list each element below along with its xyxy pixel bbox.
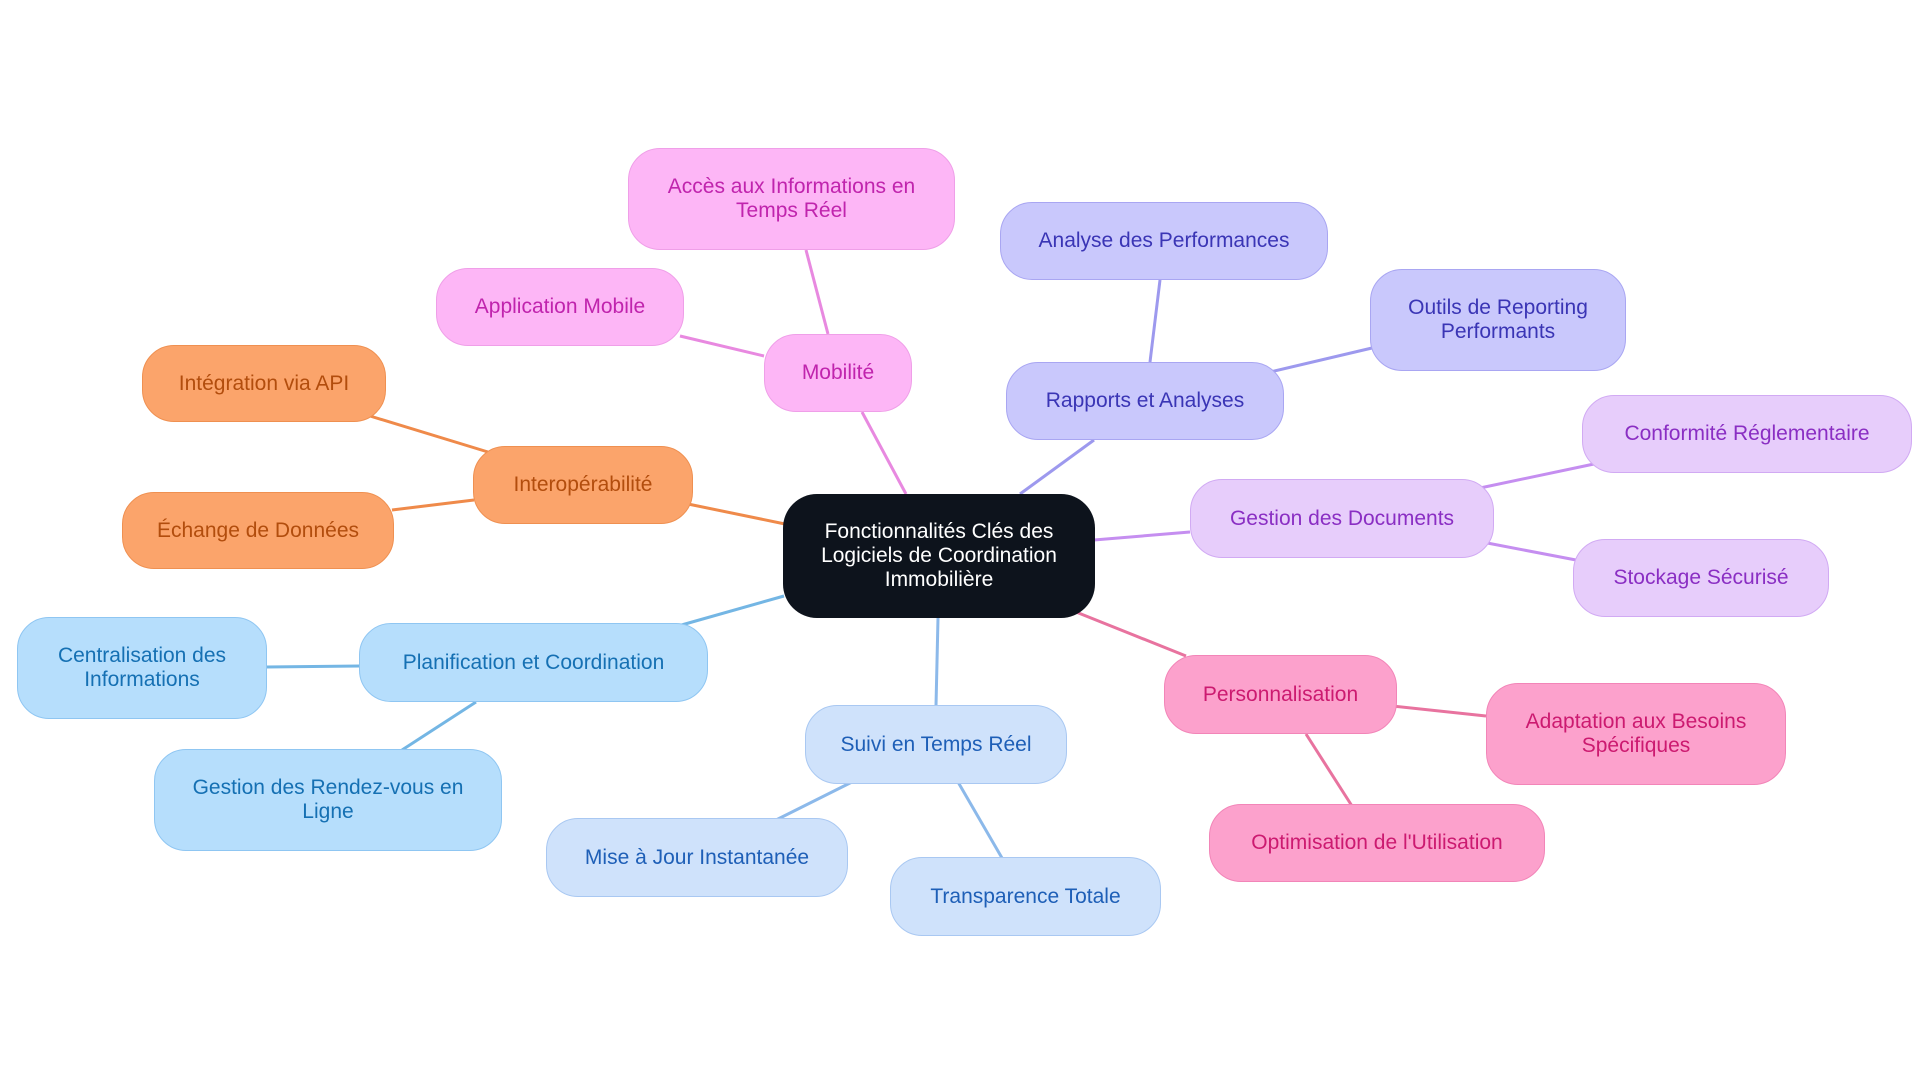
edge-suivi-transparence (956, 781, 1004, 859)
node-label: Outils de Reporting Performants (1408, 296, 1588, 343)
node-label: Analyse des Performances (1038, 229, 1290, 252)
root-label: Fonctionnalités Clés des Logiciels de Co… (821, 520, 1057, 591)
node-gestion-rendez-vous[interactable]: Gestion des Rendez-vous en Ligne (154, 749, 502, 851)
edge-root-suivi (934, 617, 940, 707)
edge-documents-stockage (1481, 540, 1577, 562)
edge-root-planification (677, 594, 785, 628)
node-outils-reporting[interactable]: Outils de Reporting Performants (1370, 269, 1626, 371)
node-echange-donnees[interactable]: Échange de Données (122, 492, 394, 569)
node-stockage-securise[interactable]: Stockage Sécurisé (1573, 539, 1829, 617)
node-transparence-totale[interactable]: Transparence Totale (890, 857, 1161, 936)
node-suivi-temps-reel[interactable]: Suivi en Temps Réel (805, 705, 1067, 784)
node-label: Intégration via API (178, 371, 350, 395)
root-node[interactable]: Fonctionnalités Clés des Logiciels de Co… (783, 494, 1095, 618)
edge-root-documents (1093, 530, 1191, 542)
node-interoperabilite[interactable]: Interopérabilité (473, 446, 693, 524)
node-integration-api[interactable]: Intégration via API (142, 345, 386, 422)
node-analyse-performances[interactable]: Analyse des Performances (1000, 202, 1328, 280)
edge-rapports-outils (1269, 346, 1373, 374)
node-centralisation-informations[interactable]: Centralisation des Informations (17, 617, 267, 719)
node-label: Interopérabilité (513, 473, 653, 496)
edge-root-personnalisation (1075, 610, 1187, 658)
node-gestion-documents[interactable]: Gestion des Documents (1190, 479, 1494, 558)
node-label: Stockage Sécurisé (1613, 566, 1789, 589)
node-application-mobile[interactable]: Application Mobile (436, 268, 684, 346)
node-label: Personnalisation (1202, 682, 1359, 706)
edge-rapports-analyse (1148, 279, 1162, 363)
edge-interoperabilite-api (369, 414, 489, 454)
node-label: Rapports et Analyses (1045, 389, 1245, 412)
edge-root-rapports (1019, 438, 1095, 496)
node-label: Mise à Jour Instantanée (584, 845, 810, 869)
node-label: Gestion des Documents (1229, 506, 1455, 530)
edge-mobilite-app (679, 334, 765, 358)
edge-personnalisation-optimisation (1304, 733, 1354, 807)
node-label: Planification et Coordination (402, 650, 665, 674)
node-conformite-reglementaire[interactable]: Conformité Réglementaire (1582, 395, 1912, 473)
node-label: Suivi en Temps Réel (840, 732, 1032, 756)
node-planification-coordination[interactable]: Planification et Coordination (359, 623, 708, 702)
node-mise-a-jour[interactable]: Mise à Jour Instantanée (546, 818, 848, 897)
edge-planification-rendezvous (401, 700, 477, 752)
edge-planification-centralisation (265, 664, 361, 669)
node-label: Transparence Totale (930, 884, 1121, 908)
node-label: Échange de Données (157, 518, 359, 542)
edge-mobilite-acces (804, 249, 830, 335)
node-label: Accès aux Informations en Temps Réel (667, 175, 916, 222)
node-optimisation-utilisation[interactable]: Optimisation de l'Utilisation (1209, 804, 1545, 882)
edge-suivi-miseajour (775, 780, 853, 822)
node-acces-informations[interactable]: Accès aux Informations en Temps Réel (628, 148, 955, 250)
node-label: Conformité Réglementaire (1624, 422, 1870, 445)
node-label: Centralisation des Informations (57, 644, 227, 691)
edge-personnalisation-adaptation (1391, 704, 1487, 718)
edge-documents-conformite (1479, 462, 1595, 490)
node-mobilite[interactable]: Mobilité (764, 334, 912, 412)
node-label: Optimisation de l'Utilisation (1251, 831, 1503, 854)
node-label: Mobilité (801, 361, 875, 384)
node-rapports-analyses[interactable]: Rapports et Analyses (1006, 362, 1284, 440)
edge-root-mobilite (860, 411, 908, 495)
node-label: Adaptation aux Besoins Spécifiques (1525, 710, 1747, 757)
edge-interoperabilite-echange (391, 498, 475, 512)
edge-root-interoperabilite (687, 502, 786, 526)
node-label: Application Mobile (474, 295, 646, 318)
node-personnalisation[interactable]: Personnalisation (1164, 655, 1397, 734)
node-adaptation-besoins[interactable]: Adaptation aux Besoins Spécifiques (1486, 683, 1786, 785)
node-label: Gestion des Rendez-vous en Ligne (192, 776, 464, 823)
